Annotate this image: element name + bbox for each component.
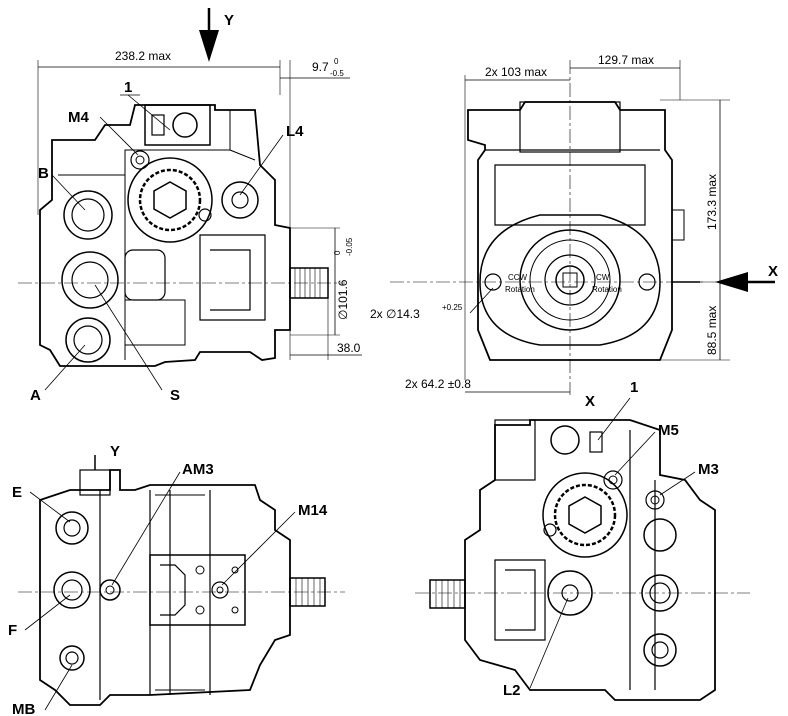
label-cw-1: CW bbox=[596, 273, 610, 282]
dim-offset-97: 9.7 bbox=[312, 60, 329, 74]
label-am3: AM3 bbox=[182, 461, 214, 478]
dim-dia-1016: ∅101.6 bbox=[336, 279, 350, 320]
label-e: E bbox=[12, 484, 22, 501]
label-ccw-1: CCW bbox=[508, 273, 528, 282]
dim-hole-143-tol: +0.25 bbox=[442, 303, 463, 312]
dim-dia-1016-lower: -0.05 bbox=[345, 237, 354, 256]
dim-shaft-38: 38.0 bbox=[337, 341, 361, 355]
view-front bbox=[390, 60, 775, 395]
dim-offset-97-upper: 0 bbox=[334, 57, 339, 66]
view-rear bbox=[415, 397, 750, 701]
dim-hole-143: 2x ∅14.3 bbox=[370, 307, 420, 321]
label-l2: L2 bbox=[503, 682, 521, 699]
label-m14: M14 bbox=[298, 502, 328, 519]
label-port-1-top: 1 bbox=[124, 79, 132, 96]
label-b: B bbox=[38, 165, 49, 182]
dim-2x-103: 2x 103 max bbox=[485, 65, 547, 79]
label-cw-2: Rotation bbox=[592, 285, 622, 294]
label-s: S bbox=[170, 387, 180, 404]
label-y-top: Y bbox=[224, 12, 234, 29]
label-port-1-bottom: 1 bbox=[630, 379, 638, 396]
view-side-left bbox=[18, 8, 362, 391]
dim-2x-642: 2x 64.2 ±0.8 bbox=[405, 377, 471, 391]
label-mb: MB bbox=[12, 701, 35, 716]
label-m5: M5 bbox=[658, 422, 679, 439]
dim-offset-97-lower: -0.5 bbox=[330, 69, 344, 78]
label-f: F bbox=[8, 622, 17, 639]
dim-height-885: 88.5 max bbox=[705, 306, 719, 355]
dim-1297: 129.7 max bbox=[598, 53, 654, 67]
label-y-bottom: Y bbox=[110, 443, 120, 460]
label-ccw-2: Rotation bbox=[505, 285, 535, 294]
label-a: A bbox=[30, 387, 41, 404]
dim-width-max: 238.2 max bbox=[115, 49, 171, 63]
label-x-bottom: X bbox=[585, 393, 595, 410]
label-m3: M3 bbox=[698, 461, 719, 478]
label-x-right: X bbox=[768, 263, 778, 280]
label-l4: L4 bbox=[286, 123, 304, 140]
label-m4: M4 bbox=[68, 109, 89, 126]
dim-height-1733: 173.3 max bbox=[705, 174, 719, 230]
dim-dia-1016-upper: 0 bbox=[333, 250, 342, 255]
view-top bbox=[18, 455, 345, 711]
